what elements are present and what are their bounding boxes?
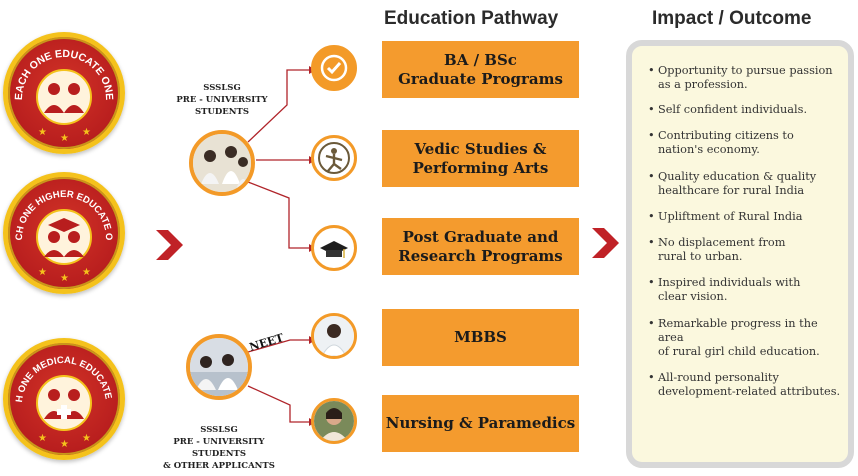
impact-item: Inspired individuals with clear vision. [648, 276, 844, 304]
program-vedic-studies: Vedic Studies & Performing Arts [382, 130, 579, 187]
nurse-photo [311, 398, 357, 444]
heading-impact-outcome: Impact / Outcome [652, 8, 812, 29]
svg-text:★: ★ [38, 127, 47, 138]
svg-text:★: ★ [60, 273, 69, 284]
svg-text:★: ★ [82, 127, 91, 138]
each-one-higher-educate-one-logo: EACH ONE HIGHER EDUCATE ONE ★ ★ ★ [3, 172, 125, 294]
impact-item: Opportunity to pursue passion as a profe… [648, 64, 844, 92]
student-group-2-label: SSSLSG PRE - UNIVERSITY STUDENTS & OTHER… [163, 425, 275, 471]
svg-text:★: ★ [82, 433, 91, 444]
nataraja-statue-icon [311, 135, 357, 181]
program-nursing: Nursing & Paramedics [382, 395, 579, 452]
chevron-right-icon [592, 228, 619, 258]
students-photo [189, 130, 255, 196]
award-badge-icon [311, 45, 357, 91]
each-one-medical-educate-one-logo: EACH ONE MEDICAL EDUCATE ONE ★ ★ ★ [3, 338, 125, 460]
impact-item: No displacement from rural to urban. [648, 236, 844, 264]
impact-list: Opportunity to pursue passion as a profe… [648, 64, 844, 399]
each-one-educate-one-logo: EACH ONE EDUCATE ONE ★ ★ ★ [3, 32, 125, 154]
impact-item: Quality education & quality healthcare f… [648, 170, 844, 198]
impact-panel: Opportunity to pursue passion as a profe… [626, 40, 854, 468]
graduation-cap-icon [311, 225, 357, 271]
impact-item: Upliftment of Rural India [648, 210, 844, 224]
impact-item: All-round personality development-relate… [648, 371, 844, 399]
svg-text:★: ★ [60, 439, 69, 450]
heading-education-pathway: Education Pathway [384, 8, 559, 29]
svg-text:★: ★ [82, 267, 91, 278]
impact-item: Contributing citizens to nation's econom… [648, 129, 844, 157]
chevron-right-icon [156, 230, 183, 260]
program-post-graduate: Post Graduate and Research Programs [382, 218, 579, 275]
program-mbbs: MBBS [382, 309, 579, 366]
student-group-1-label: SSSLSG PRE - UNIVERSITY STUDENTS [176, 83, 268, 117]
svg-text:★: ★ [38, 433, 47, 444]
svg-text:★: ★ [38, 267, 47, 278]
impact-item: Self confident individuals. [648, 103, 844, 117]
program-ba-bsc: BA / BSc Graduate Programs [382, 41, 579, 98]
doctor-photo [311, 313, 357, 359]
svg-text:★: ★ [60, 133, 69, 144]
impact-item: Remarkable progress in the area of rural… [648, 317, 844, 359]
students-photo [186, 334, 252, 400]
